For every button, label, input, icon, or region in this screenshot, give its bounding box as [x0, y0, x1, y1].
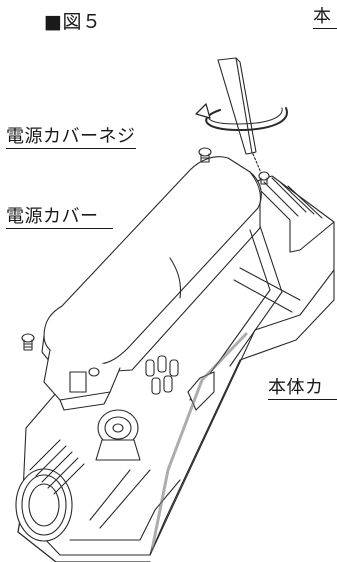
hex-key-icon	[217, 57, 257, 155]
main-body	[15, 175, 335, 562]
label-power-cover-screw: 電源カバーネジ	[6, 126, 136, 149]
label-power-cover: 電源カバー	[6, 207, 113, 229]
label-body-cover: 本体カ	[268, 378, 337, 400]
screw-icon	[258, 171, 270, 185]
screw-icon	[88, 367, 100, 377]
screw-icon	[21, 333, 35, 351]
screw-icon	[198, 147, 212, 163]
power-cover	[41, 156, 262, 411]
label-top-right: 本	[313, 7, 337, 29]
rotation-arrow-icon	[195, 103, 288, 131]
figure-title: ■図５	[44, 11, 102, 33]
